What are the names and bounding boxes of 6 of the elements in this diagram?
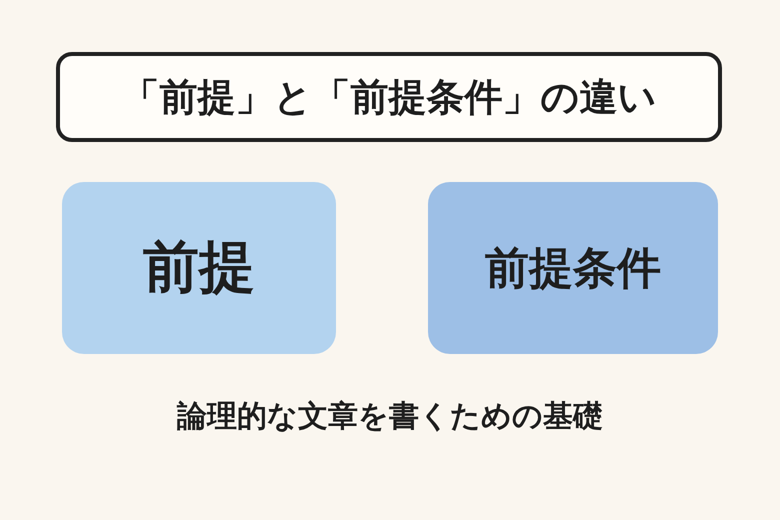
caption: 論理的な文章を書くための基礎 xyxy=(176,398,604,436)
concept-label: 前提条件 xyxy=(485,242,661,296)
concept-card xyxy=(428,182,718,354)
concept-card xyxy=(62,182,336,354)
title: 「前提」と「前提条件」の違い xyxy=(56,52,722,142)
concept-label: 前提 xyxy=(143,234,255,302)
